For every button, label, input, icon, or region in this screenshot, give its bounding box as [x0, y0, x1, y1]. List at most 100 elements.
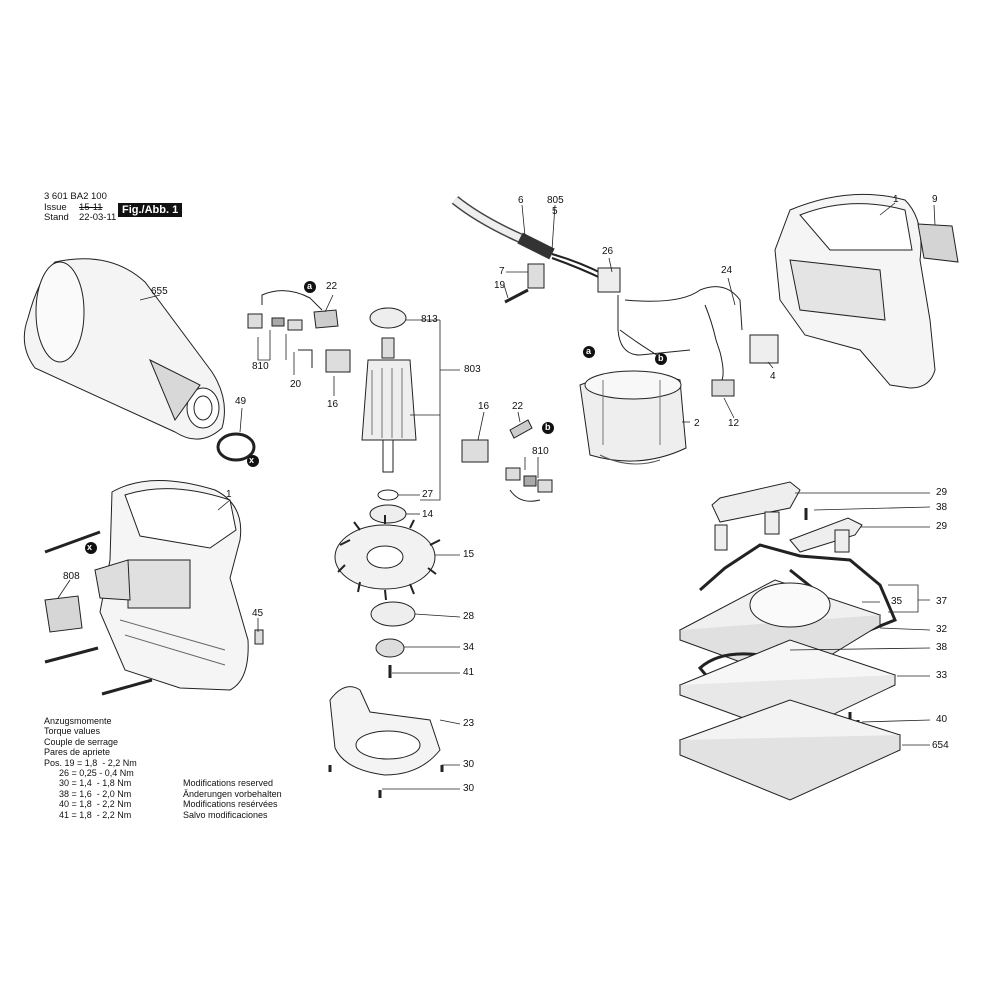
part-label-813: 813 [421, 314, 438, 325]
part-label-4: 4 [770, 371, 776, 382]
marker-circles [85, 281, 667, 554]
part-label-14: 14 [422, 509, 434, 520]
part-label-15: 15 [463, 549, 475, 560]
part-label-30-a: 30 [463, 759, 475, 770]
housing-screws-left [44, 530, 264, 696]
torque-title-fr: Couple de serrage [44, 736, 119, 747]
part-label-37: 37 [936, 596, 948, 607]
part-label-5: 5 [552, 206, 558, 217]
part-label-6: 6 [518, 195, 524, 206]
housing-right-part [774, 193, 936, 389]
part-label-23: 23 [463, 718, 475, 729]
switch-part [749, 334, 779, 364]
torque-values-block: Anzugsmomente Torque values Couple de se… [44, 716, 137, 820]
power-cord-part [451, 196, 606, 281]
part-label-803: 803 [464, 364, 481, 375]
leader-lines [57, 202, 936, 790]
part-label-19: 19 [494, 280, 506, 291]
fan-shroud-part [328, 686, 444, 798]
marker-b-right-brush: b [545, 422, 551, 432]
screw-19-part [504, 288, 529, 304]
part-label-28: 28 [463, 611, 475, 622]
part-label-38-b: 38 [936, 642, 948, 653]
label-plate-part [44, 595, 83, 633]
armature-part [361, 307, 417, 524]
issue-label: Issue [44, 202, 67, 213]
part-label-9: 9 [932, 194, 938, 205]
torque-title-es: Pares de apriete [44, 747, 111, 758]
marker-x-oring: x [249, 455, 255, 465]
stand-date: 22-03-11 [79, 212, 117, 223]
part-label-40: 40 [936, 714, 948, 725]
part-label-35: 35 [891, 596, 903, 607]
issue-date: 15-11 [79, 202, 103, 213]
part-label-20: 20 [290, 379, 302, 390]
carbon-brush-left-part [247, 290, 351, 373]
label-9-part [917, 223, 959, 263]
part-label-49: 49 [235, 396, 247, 407]
part-label-1-left: 1 [226, 489, 232, 500]
part-label-33: 33 [936, 670, 948, 681]
marker-a-coil: a [586, 346, 592, 356]
part-label-1-right: 1 [893, 194, 899, 205]
housing-left-part [94, 479, 249, 691]
part-number: 3 601 BA2 100 [44, 191, 107, 202]
part-label-26: 26 [602, 246, 614, 257]
part-label-22-right: 22 [512, 401, 524, 412]
torque-title-en: Torque values [44, 726, 101, 737]
modifications-fr: Modifications resérvées [183, 799, 278, 810]
part-label-38-a: 38 [936, 502, 948, 513]
dust-canister-part [23, 258, 225, 440]
o-ring-part [216, 432, 256, 462]
sanding-plate-part [678, 699, 902, 801]
cord-clamp-part [527, 263, 545, 289]
marker-a-left: a [307, 281, 313, 291]
figure-label: Fig./Abb. 1 [118, 203, 183, 217]
part-label-810-left: 810 [252, 361, 269, 372]
part-label-655: 655 [151, 286, 168, 297]
part-label-16-left: 16 [327, 399, 339, 410]
wiring-part [617, 286, 743, 381]
part-label-22-left: 22 [326, 281, 338, 292]
torque-row: 38 = 1,6 - 2,0 Nm [44, 788, 132, 799]
connector-12-part [711, 379, 735, 397]
part-label-27: 27 [422, 489, 434, 500]
part-label-2: 2 [694, 418, 700, 429]
modifications-de: Änderungen vorbehalten [183, 788, 282, 799]
torque-title-de: Anzugsmomente [44, 716, 112, 726]
modifications-block: Modifications reserved Änderungen vorbeh… [183, 778, 282, 820]
marker-x-housing: x [87, 542, 93, 552]
part-label-7: 7 [499, 266, 505, 277]
part-label-29-a: 29 [936, 487, 948, 498]
part-label-24: 24 [721, 265, 733, 276]
part-label-12: 12 [728, 418, 740, 429]
modifications-en: Modifications reserved [183, 778, 274, 788]
part-label-30-b: 30 [463, 783, 475, 794]
part-label-808: 808 [63, 571, 80, 582]
part-label-41: 41 [463, 667, 475, 678]
torque-row: 41 = 1,8 - 2,2 Nm [44, 809, 132, 820]
stand-label: Stand [44, 212, 69, 223]
part-label-29-b: 29 [936, 521, 948, 532]
counterweight-part [375, 638, 405, 658]
torque-row: Pos. 19 = 1,8 - 2,2 Nm [44, 757, 137, 768]
fan-part [334, 515, 441, 601]
carbon-brush-right-part [461, 419, 553, 502]
bearing-part [370, 601, 416, 627]
marker-b-coil: b [658, 353, 664, 363]
part-label-805: 805 [547, 195, 564, 206]
part-label-654: 654 [932, 740, 949, 751]
terminal-part [597, 267, 621, 293]
field-coil-part [579, 370, 687, 465]
part-label-16-right: 16 [478, 401, 490, 412]
part-label-34: 34 [463, 642, 475, 653]
part-label-32: 32 [936, 624, 948, 635]
torque-row: 30 = 1,4 - 1,8 Nm [44, 778, 132, 789]
modifications-es: Salvo modificaciones [183, 809, 268, 820]
part-label-45: 45 [252, 608, 264, 619]
pad-holder-part [711, 481, 863, 553]
torque-row: 26 = 0,25 - 0,4 Nm [44, 768, 134, 779]
part-label-810-right: 810 [532, 446, 549, 457]
